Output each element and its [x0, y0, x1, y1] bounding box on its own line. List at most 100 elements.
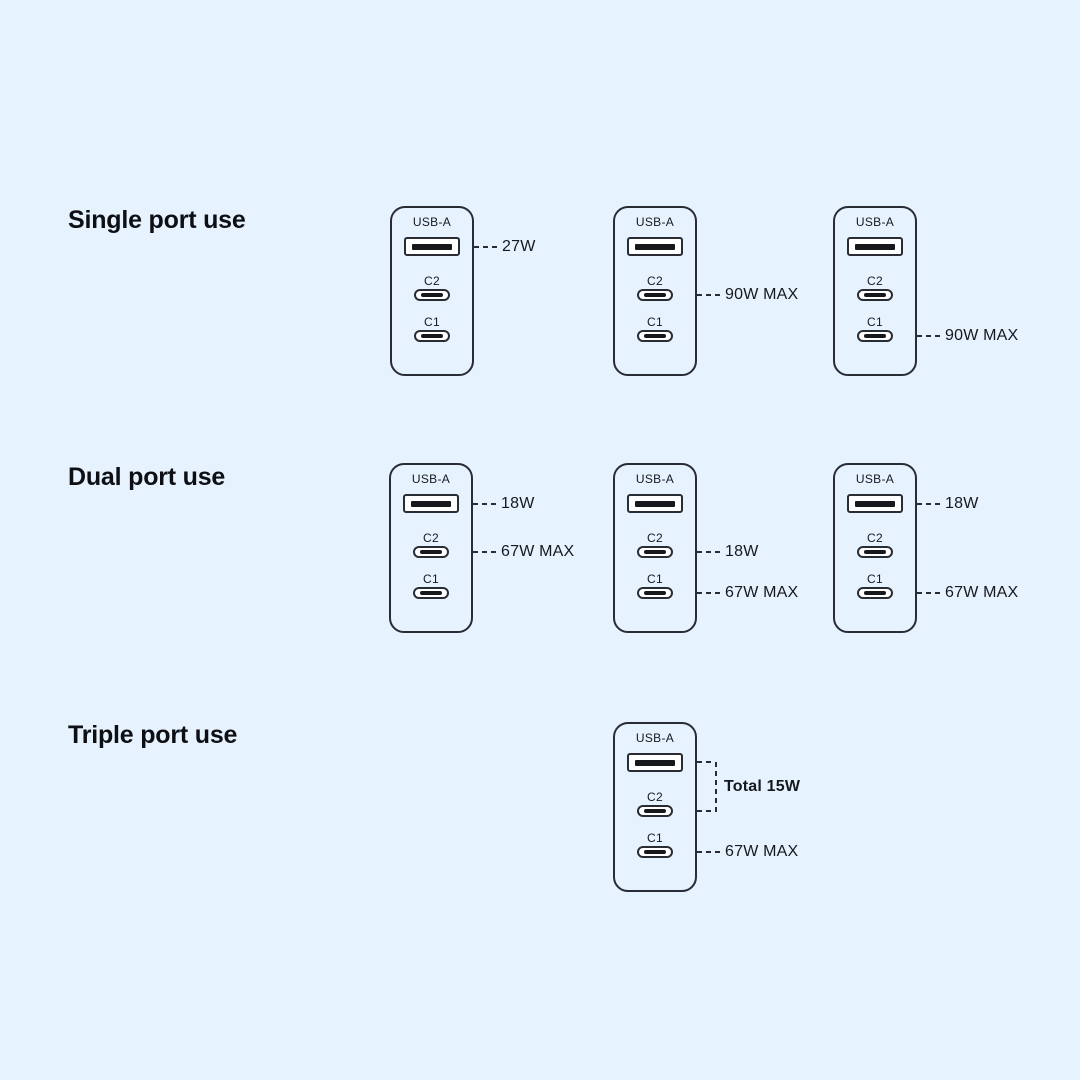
- dashed-connector: [473, 503, 497, 505]
- charger-dual-2: USB-A C2 C1: [613, 463, 697, 633]
- usb-c-pin: [864, 591, 886, 595]
- charger-single-2: USB-A C2 C1: [613, 206, 697, 376]
- dashed-connector: [917, 503, 941, 505]
- usb-c2-port-icon: [857, 289, 893, 301]
- usb-c-pin: [644, 293, 666, 297]
- power-callout-c2: 18W: [697, 541, 759, 563]
- group-bracket-bottom-dash: [697, 810, 715, 812]
- wattage-label: 67W MAX: [501, 543, 575, 560]
- usb-a-port-icon: [627, 753, 683, 772]
- c1-port-label: C1: [867, 315, 883, 329]
- wattage-label: 18W: [725, 543, 759, 560]
- wattage-label: 18W: [501, 495, 535, 512]
- usb-c-pin: [644, 550, 666, 554]
- power-callout-group: Total 15W: [724, 776, 800, 798]
- dashed-connector: [473, 551, 497, 553]
- power-callout-c2: 90W MAX: [697, 284, 798, 306]
- usb-a-port-label: USB-A: [411, 472, 451, 486]
- usb-c-pin: [644, 591, 666, 595]
- wattage-label: 27W: [502, 238, 536, 255]
- wattage-label: 67W MAX: [725, 584, 799, 601]
- usb-c2-port-icon: [413, 546, 449, 558]
- usb-c-pin: [644, 809, 666, 813]
- power-callout-usba: 18W: [473, 493, 535, 515]
- usb-c-pin: [644, 334, 666, 338]
- usb-a-port-label: USB-A: [855, 472, 895, 486]
- power-callout-usba: 27W: [474, 236, 536, 258]
- dashed-connector: [474, 246, 498, 248]
- c2-port-label: C2: [647, 274, 663, 288]
- dashed-connector: [697, 294, 721, 296]
- c2-port-label: C2: [867, 274, 883, 288]
- usb-c2-port-icon: [637, 289, 673, 301]
- power-callout-usba: 18W: [917, 493, 979, 515]
- usb-a-pin: [855, 243, 895, 250]
- power-callout-c1: 90W MAX: [917, 325, 1018, 347]
- dashed-connector: [917, 335, 941, 337]
- charger-dual-1: USB-A C2 C1: [389, 463, 473, 633]
- usb-a-port-label: USB-A: [855, 215, 895, 229]
- wattage-label: 90W MAX: [725, 286, 799, 303]
- usb-a-port-icon: [627, 237, 683, 256]
- c2-port-label: C2: [424, 274, 440, 288]
- c1-port-label: C1: [647, 315, 663, 329]
- usb-c-pin: [864, 550, 886, 554]
- power-callout-c1: 67W MAX: [917, 582, 1018, 604]
- charger-triple: USB-A C2 C1: [613, 722, 697, 892]
- power-callout-c1: 67W MAX: [697, 841, 798, 863]
- dashed-connector: [917, 592, 941, 594]
- wattage-label-total: Total 15W: [724, 778, 801, 795]
- usb-c-pin: [420, 591, 442, 595]
- usb-a-port-icon: [403, 494, 459, 513]
- usb-c-pin: [420, 550, 442, 554]
- dashed-connector: [697, 551, 721, 553]
- c2-port-label: C2: [423, 531, 439, 545]
- c1-port-label: C1: [423, 572, 439, 586]
- usb-c1-port-icon: [414, 330, 450, 342]
- power-callout-c2: 67W MAX: [473, 541, 574, 563]
- usb-a-port-label: USB-A: [412, 215, 452, 229]
- c1-port-label: C1: [424, 315, 440, 329]
- section-title-single-port: Single port use: [68, 206, 246, 234]
- c1-port-label: C1: [647, 831, 663, 845]
- group-bracket-top-dash: [697, 761, 715, 763]
- wattage-label: 90W MAX: [945, 327, 1019, 344]
- usb-a-pin: [855, 500, 895, 507]
- usb-a-port-label: USB-A: [635, 472, 675, 486]
- wattage-label: 18W: [945, 495, 979, 512]
- usb-c1-port-icon: [637, 846, 673, 858]
- usb-a-pin: [412, 243, 452, 250]
- usb-c1-port-icon: [857, 330, 893, 342]
- usb-a-port-icon: [847, 494, 903, 513]
- usb-a-port-label: USB-A: [635, 215, 675, 229]
- usb-c2-port-icon: [857, 546, 893, 558]
- dashed-connector: [697, 592, 721, 594]
- c1-port-label: C1: [867, 572, 883, 586]
- usb-a-pin: [635, 759, 675, 766]
- usb-a-pin: [635, 500, 675, 507]
- usb-c2-port-icon: [637, 805, 673, 817]
- usb-a-pin: [635, 243, 675, 250]
- usb-a-port-icon: [404, 237, 460, 256]
- charger-single-1: USB-A C2 C1: [390, 206, 474, 376]
- dashed-connector: [697, 851, 721, 853]
- usb-c-pin: [644, 850, 666, 854]
- usb-a-port-icon: [627, 494, 683, 513]
- usb-c-pin: [864, 334, 886, 338]
- usb-c1-port-icon: [637, 330, 673, 342]
- c2-port-label: C2: [647, 790, 663, 804]
- usb-c-pin: [421, 293, 443, 297]
- wattage-label: 67W MAX: [945, 584, 1019, 601]
- usb-c-pin: [864, 293, 886, 297]
- section-title-triple-port: Triple port use: [68, 721, 238, 749]
- usb-c1-port-icon: [637, 587, 673, 599]
- wattage-label: 67W MAX: [725, 843, 799, 860]
- usb-a-pin: [411, 500, 451, 507]
- charger-single-3: USB-A C2 C1: [833, 206, 917, 376]
- usb-c1-port-icon: [857, 587, 893, 599]
- usb-c1-port-icon: [413, 587, 449, 599]
- section-title-dual-port: Dual port use: [68, 463, 226, 491]
- c2-port-label: C2: [647, 531, 663, 545]
- group-bracket-vertical-dash: [715, 762, 717, 812]
